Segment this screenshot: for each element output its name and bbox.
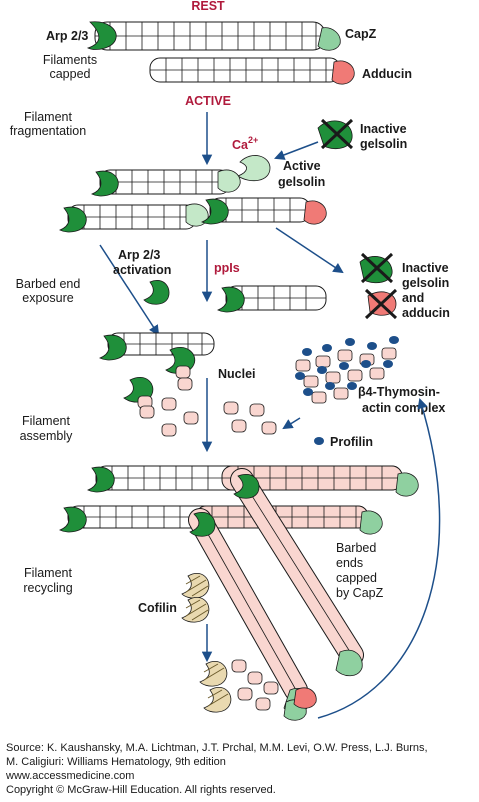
inactive-gel-add-line3: and xyxy=(402,291,424,305)
stage-recycling-line2: recycling xyxy=(23,581,72,595)
branch-filament-1 xyxy=(230,468,364,667)
inactive-gelsolin-line1: Inactive xyxy=(360,122,407,136)
state-active-label: ACTIVE xyxy=(185,94,231,108)
source-citation: Source: K. Kaushansky, M.A. Lichtman, J.… xyxy=(6,741,476,797)
gelsolin-cap-fragment-1 xyxy=(217,169,241,193)
capz-cap-rest xyxy=(317,27,341,51)
barbed-capped-line2: ends xyxy=(336,556,363,570)
active-gelsolin-icon xyxy=(237,155,271,182)
arrow-thymosin-to-monomers xyxy=(282,417,301,430)
source-line-3: www.accessmedicine.com xyxy=(6,770,135,782)
nuclei-label: Nuclei xyxy=(218,367,256,381)
arp23-cap-fragment-3 xyxy=(201,198,229,225)
stage-exposure-line2: exposure xyxy=(22,291,73,305)
inactive-gelsolin-line2: gelsolin xyxy=(360,137,407,151)
assembled-filament-lower xyxy=(67,505,369,529)
thymosin-label-line1: β4-Thymosin- xyxy=(358,385,440,399)
arp-activation-line1: Arp 2/3 xyxy=(118,248,160,262)
capz-label: CapZ xyxy=(345,27,377,41)
arp23-cap-assembled xyxy=(87,466,115,493)
arrow-recycle-to-thymosin xyxy=(317,397,441,719)
actin-filament-dynamics-diagram: REST Arp 2/3 CapZ Adducin Filaments capp… xyxy=(10,0,450,721)
arp-activation-line2: activation xyxy=(113,263,171,277)
capz-branch-1 xyxy=(335,649,363,677)
stage-fragmentation-line1: Filament xyxy=(24,110,72,124)
inactive-gelsolin-lower xyxy=(359,252,394,284)
arrow-arp-to-nuclei xyxy=(99,244,160,336)
depolymerizing-fragments xyxy=(199,659,317,721)
capz-cap-lower xyxy=(359,510,383,535)
thymosin-label-line2: actin complex xyxy=(362,401,445,415)
active-gelsolin-line1: Active xyxy=(283,159,321,173)
actin-nucleus-monomer-2 xyxy=(177,377,193,391)
inactive-adducin-lower xyxy=(364,288,398,320)
actin-nucleus-monomer-4 xyxy=(139,405,155,419)
barbed-capped-line1: Barbed xyxy=(336,541,376,555)
arrow-to-inactive xyxy=(275,227,344,274)
source-line-1: Source: K. Kaushansky, M.A. Lichtman, J.… xyxy=(6,742,428,754)
arp23-cap-exposed xyxy=(217,286,245,313)
state-rest-label: REST xyxy=(191,0,225,13)
stage-exposure-line1: Barbed end xyxy=(16,277,81,291)
stage-fragmentation-line2: fragmentation xyxy=(10,124,86,138)
fragment-filament-2 xyxy=(67,204,197,230)
cofilin-icon-2 xyxy=(181,597,210,623)
active-gelsolin-line2: gelsolin xyxy=(278,175,325,189)
adducin-label: Adducin xyxy=(362,67,412,81)
arp23-top-label: Arp 2/3 xyxy=(46,29,88,43)
actin-nucleus-monomer-1 xyxy=(175,365,191,379)
inactive-gel-add-line2: gelsolin xyxy=(402,276,449,290)
adducin-cap-fragment-3 xyxy=(303,200,327,225)
stage-assembly-line2: assembly xyxy=(20,429,74,443)
arp23-cap-fragment-2 xyxy=(59,206,87,233)
source-line-2: M. Caligiuri: Williams Hematology, 9th e… xyxy=(6,756,226,768)
free-actin-monomers xyxy=(161,397,277,437)
arrow-gelsolin-activation xyxy=(274,141,319,160)
arp23-cap-nuclei-1 xyxy=(99,334,127,361)
arp23-activated-icon xyxy=(143,280,170,305)
fragment-filament-1 xyxy=(99,169,231,195)
rest-filament-1 xyxy=(94,21,326,51)
rest-filament-2 xyxy=(149,57,341,83)
arp23-branch-1 xyxy=(233,474,260,499)
arp23-cap-rest xyxy=(86,21,117,50)
ppis-label: ppIs xyxy=(214,261,240,275)
calcium-label: Ca2+ xyxy=(232,135,258,152)
inactive-gel-add-line1: Inactive xyxy=(402,261,449,275)
stage-capped-line1: Filaments xyxy=(43,53,97,67)
arp23-cap-lower xyxy=(59,506,87,533)
adducin-cap-rest xyxy=(331,60,355,85)
source-line-4: Copyright © McGraw-Hill Education. All r… xyxy=(6,784,276,796)
thymosin-actin-complex-cluster xyxy=(295,336,399,404)
capz-cap-assembled xyxy=(395,472,419,497)
cofilin-label: Cofilin xyxy=(138,601,177,615)
profilin-icon xyxy=(314,437,324,445)
stage-capped-line2: capped xyxy=(49,67,90,81)
arp23-branch-2 xyxy=(189,512,216,537)
profilin-label: Profilin xyxy=(330,435,373,449)
inactive-gelsolin-top xyxy=(317,118,354,150)
fragment-filament-3 xyxy=(209,197,311,223)
stage-recycling-line1: Filament xyxy=(24,566,72,580)
barbed-capped-line3: capped xyxy=(336,571,377,585)
stage-assembly-line1: Filament xyxy=(22,414,70,428)
arp23-cap-fragment-1 xyxy=(91,170,119,197)
branch-filament-2 xyxy=(188,508,308,702)
cofilin-icon xyxy=(181,573,210,599)
barbed-capped-line4: by CapZ xyxy=(336,586,384,600)
inactive-gel-add-line4: adducin xyxy=(402,306,450,320)
